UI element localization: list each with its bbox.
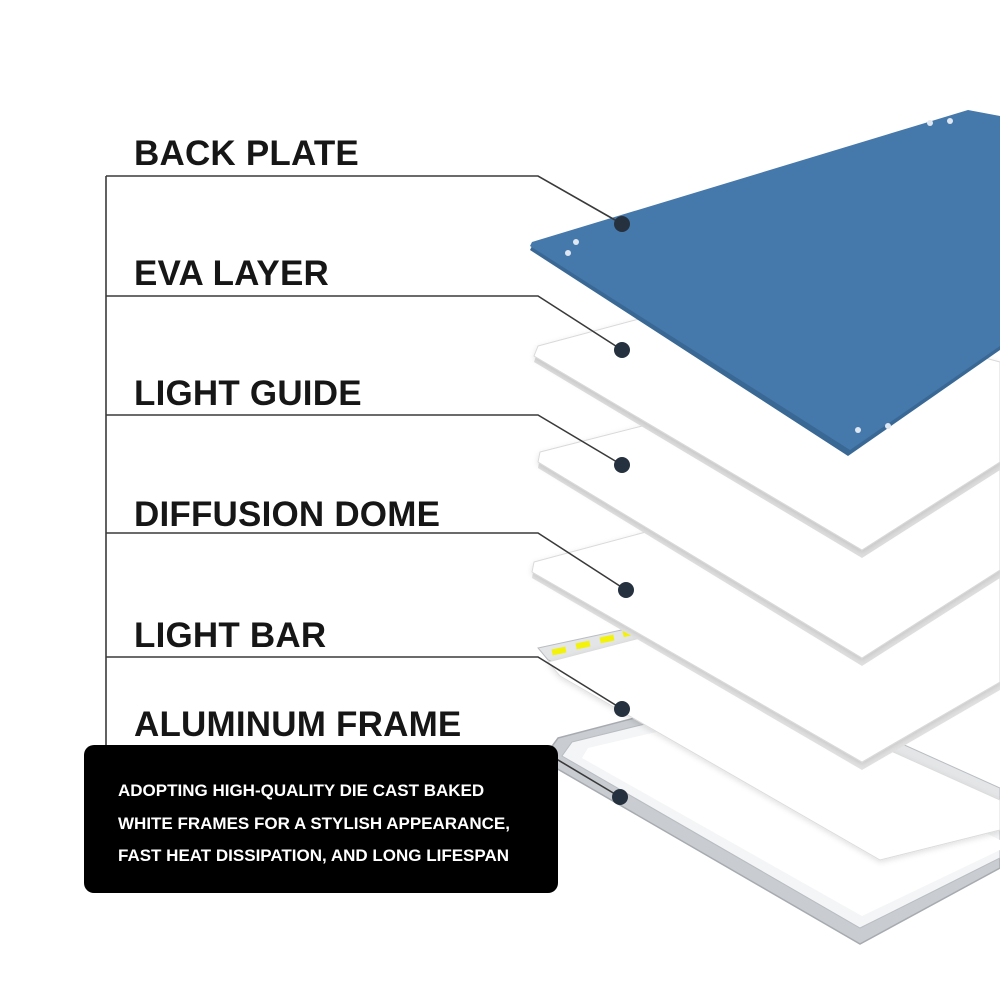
callout-background [84,745,558,893]
leader-lines [105,175,634,805]
aluminum-frame-illustration [540,689,1000,945]
screw-hole [927,120,933,126]
led-chip [575,640,591,650]
label-eva-layer: EVA LAYER [134,254,329,293]
label-diffusion-dome: DIFFUSION DOME [134,495,440,534]
leader-light-guide [106,414,623,466]
screw-hole [573,239,579,245]
label-light-guide: LIGHT GUIDE [134,374,362,413]
led-chip [551,646,567,656]
callout-line-2: WHITE FRAMES FOR A STYLISH APPEARANCE, [118,814,510,833]
screw-hole [947,118,953,124]
screw-hole [855,427,861,433]
leader-dot-back-plate [614,216,630,232]
layer-labels: BACK PLATE EVA LAYER LIGHT GUIDE DIFFUSI… [134,134,461,744]
leader-eva-layer [106,295,623,351]
leader-back-plate [106,175,623,225]
leader-dot-aluminum-frame [612,789,628,805]
label-aluminum-frame: ALUMINUM FRAME [134,705,461,744]
led-chip [599,634,615,644]
screw-hole [565,250,571,256]
label-back-plate: BACK PLATE [134,134,359,173]
leader-light-bar [106,656,623,710]
leader-dot-light-guide [614,457,630,473]
leader-diffusion-dome [106,532,627,591]
callout-line-1: ADOPTING HIGH-QUALITY DIE CAST BAKED [118,781,484,800]
leader-dot-eva-layer [614,342,630,358]
back-plate-sheet [530,110,1000,450]
frame-description-callout: ADOPTING HIGH-QUALITY DIE CAST BAKED WHI… [84,745,558,893]
leader-dot-light-bar [614,701,630,717]
label-light-bar: LIGHT BAR [134,616,326,655]
back-plate-illustration [530,110,1000,456]
leader-dot-diffusion-dome [618,582,634,598]
callout-line-3: FAST HEAT DISSIPATION, AND LONG LIFESPAN [118,846,509,865]
screw-hole [885,423,891,429]
frame-opening [582,712,1000,916]
